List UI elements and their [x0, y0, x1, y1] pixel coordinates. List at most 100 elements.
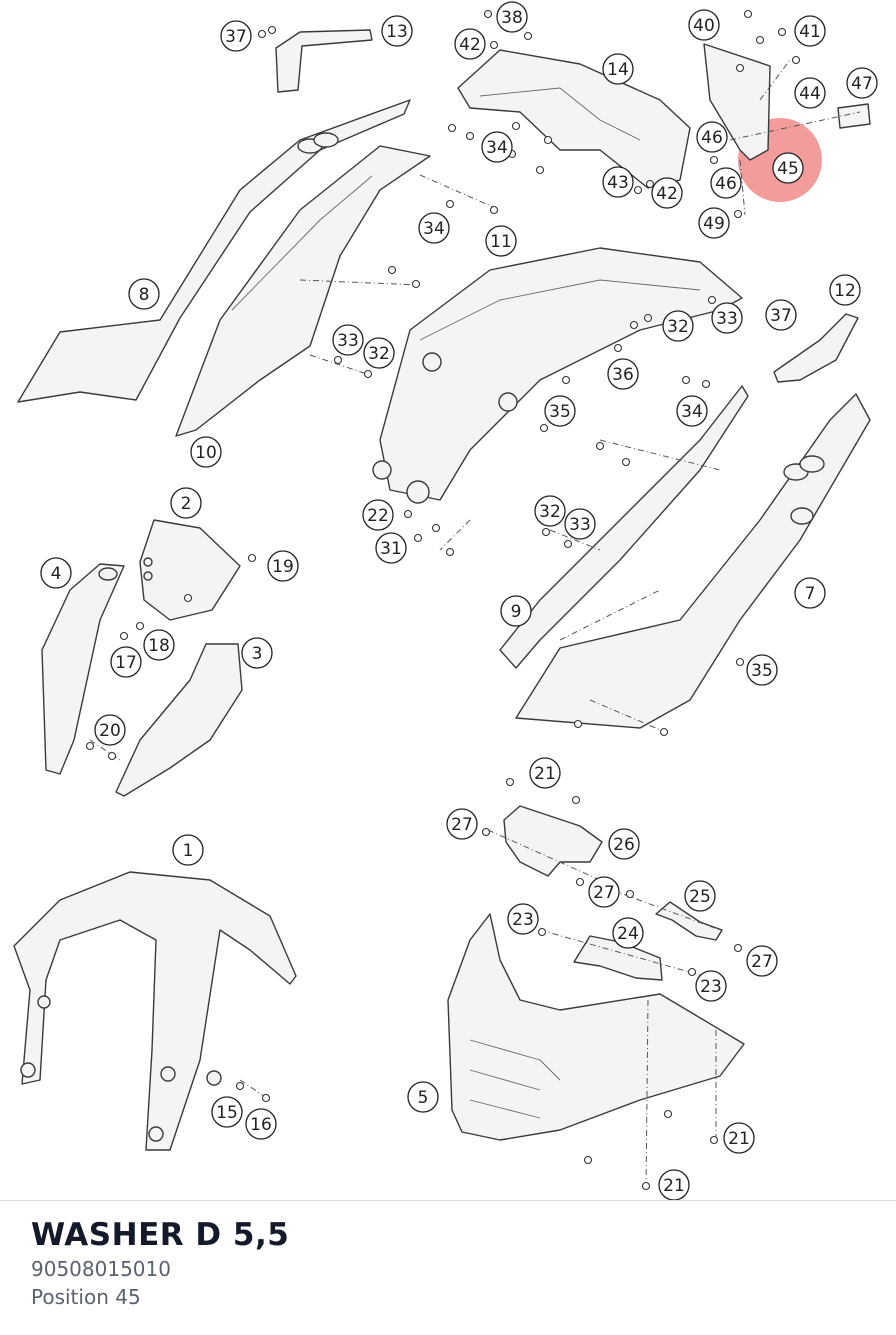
callout-34[interactable]: 34	[481, 131, 513, 163]
callout-21[interactable]: 21	[723, 1122, 755, 1154]
fastener	[363, 369, 373, 379]
callout-42[interactable]: 42	[454, 28, 486, 60]
callout-33[interactable]: 33	[564, 508, 596, 540]
callout-label: 16	[250, 1115, 272, 1135]
callout-3[interactable]: 3	[241, 637, 273, 669]
fastener	[613, 343, 623, 353]
callout-2[interactable]: 2	[170, 487, 202, 519]
callout-47[interactable]: 47	[846, 67, 878, 99]
callout-label: 36	[612, 365, 634, 385]
fastener	[663, 1109, 673, 1119]
callout-14[interactable]: 14	[602, 53, 634, 85]
callout-44[interactable]: 44	[794, 77, 826, 109]
part-25-bracket-arm	[655, 901, 723, 941]
callout-label: 22	[367, 506, 389, 526]
callout-circle	[746, 654, 778, 686]
callout-circle	[407, 1081, 439, 1113]
callout-10[interactable]: 10	[190, 436, 222, 468]
fastener	[735, 657, 745, 667]
callout-19[interactable]: 19	[267, 550, 299, 582]
callout-46[interactable]: 46	[710, 167, 742, 199]
callout-7[interactable]: 7	[794, 577, 826, 609]
callout-circle	[772, 152, 804, 184]
callout-circle	[684, 880, 716, 912]
callout-12[interactable]: 12	[829, 274, 861, 306]
callout-27[interactable]: 27	[588, 876, 620, 908]
callout-33[interactable]: 33	[332, 324, 364, 356]
callout-1[interactable]: 1	[172, 834, 204, 866]
callout-label: 47	[851, 74, 873, 94]
callout-circle	[846, 67, 878, 99]
callout-5[interactable]: 5	[407, 1081, 439, 1113]
callout-37[interactable]: 37	[220, 20, 252, 52]
callout-label: 37	[225, 27, 247, 47]
callout-circle	[794, 77, 826, 109]
callout-27[interactable]: 27	[746, 945, 778, 977]
fastener	[641, 1181, 651, 1191]
callout-label: 25	[689, 887, 711, 907]
callout-25[interactable]: 25	[684, 880, 716, 912]
callout-40[interactable]: 40	[688, 9, 720, 41]
callout-32[interactable]: 32	[662, 310, 694, 342]
part-number[interactable]: 90508015010	[31, 1257, 171, 1281]
callout-24[interactable]: 24	[612, 917, 644, 949]
callout-20[interactable]: 20	[94, 714, 126, 746]
callout-label: 37	[770, 306, 792, 326]
callout-34[interactable]: 34	[418, 212, 450, 244]
callout-16[interactable]: 16	[245, 1108, 277, 1140]
callout-label: 14	[607, 60, 629, 80]
callout-43[interactable]: 43	[602, 166, 634, 198]
callout-13[interactable]: 13	[381, 15, 413, 47]
assembly-line	[599, 439, 721, 471]
callout-37[interactable]: 37	[765, 299, 797, 331]
callout-32[interactable]: 32	[534, 495, 566, 527]
callout-49[interactable]: 49	[698, 207, 730, 239]
callout-circle	[765, 299, 797, 331]
assembly-line	[487, 829, 601, 881]
callout-label: 42	[459, 35, 481, 55]
callout-circle	[794, 15, 826, 47]
fastener	[583, 1155, 593, 1165]
callout-18[interactable]: 18	[143, 629, 175, 661]
callout-38[interactable]: 38	[496, 1, 528, 33]
callout-label: 19	[272, 557, 294, 577]
fastener	[543, 135, 553, 145]
callout-17[interactable]: 17	[110, 646, 142, 678]
callout-45[interactable]: 45	[772, 152, 804, 184]
callout-46[interactable]: 46	[696, 121, 728, 153]
callout-circle	[711, 302, 743, 334]
part-11-rear-subframe	[372, 247, 743, 504]
callout-33[interactable]: 33	[711, 302, 743, 334]
callout-label: 34	[423, 219, 445, 239]
callout-36[interactable]: 36	[607, 358, 639, 390]
callout-label: 27	[593, 883, 615, 903]
callout-8[interactable]: 8	[128, 278, 160, 310]
callout-22[interactable]: 22	[362, 499, 394, 531]
assembly-line	[539, 929, 701, 976]
callout-23[interactable]: 23	[695, 970, 727, 1002]
callout-32[interactable]: 32	[363, 337, 395, 369]
callout-35[interactable]: 35	[746, 654, 778, 686]
callout-35[interactable]: 35	[544, 395, 576, 427]
callout-9[interactable]: 9	[500, 595, 532, 627]
fastener	[733, 209, 743, 219]
callout-31[interactable]: 31	[375, 532, 407, 564]
callout-34[interactable]: 34	[676, 395, 708, 427]
callout-circle	[110, 646, 142, 678]
callout-21[interactable]: 21	[529, 757, 561, 789]
fastener	[743, 9, 753, 19]
callout-circle	[612, 917, 644, 949]
callout-26[interactable]: 26	[608, 828, 640, 860]
callout-4[interactable]: 4	[40, 557, 72, 589]
callout-23[interactable]: 23	[507, 903, 539, 935]
callout-label: 35	[549, 402, 571, 422]
callout-15[interactable]: 15	[211, 1096, 243, 1128]
callout-42[interactable]: 42	[651, 177, 683, 209]
callout-11[interactable]: 11	[485, 225, 517, 257]
callout-41[interactable]: 41	[794, 15, 826, 47]
part-9-frame-cover-right	[499, 385, 749, 669]
callout-21[interactable]: 21	[658, 1169, 690, 1200]
callout-label: 8	[139, 285, 150, 305]
callout-circle	[454, 28, 486, 60]
callout-27[interactable]: 27	[446, 808, 478, 840]
